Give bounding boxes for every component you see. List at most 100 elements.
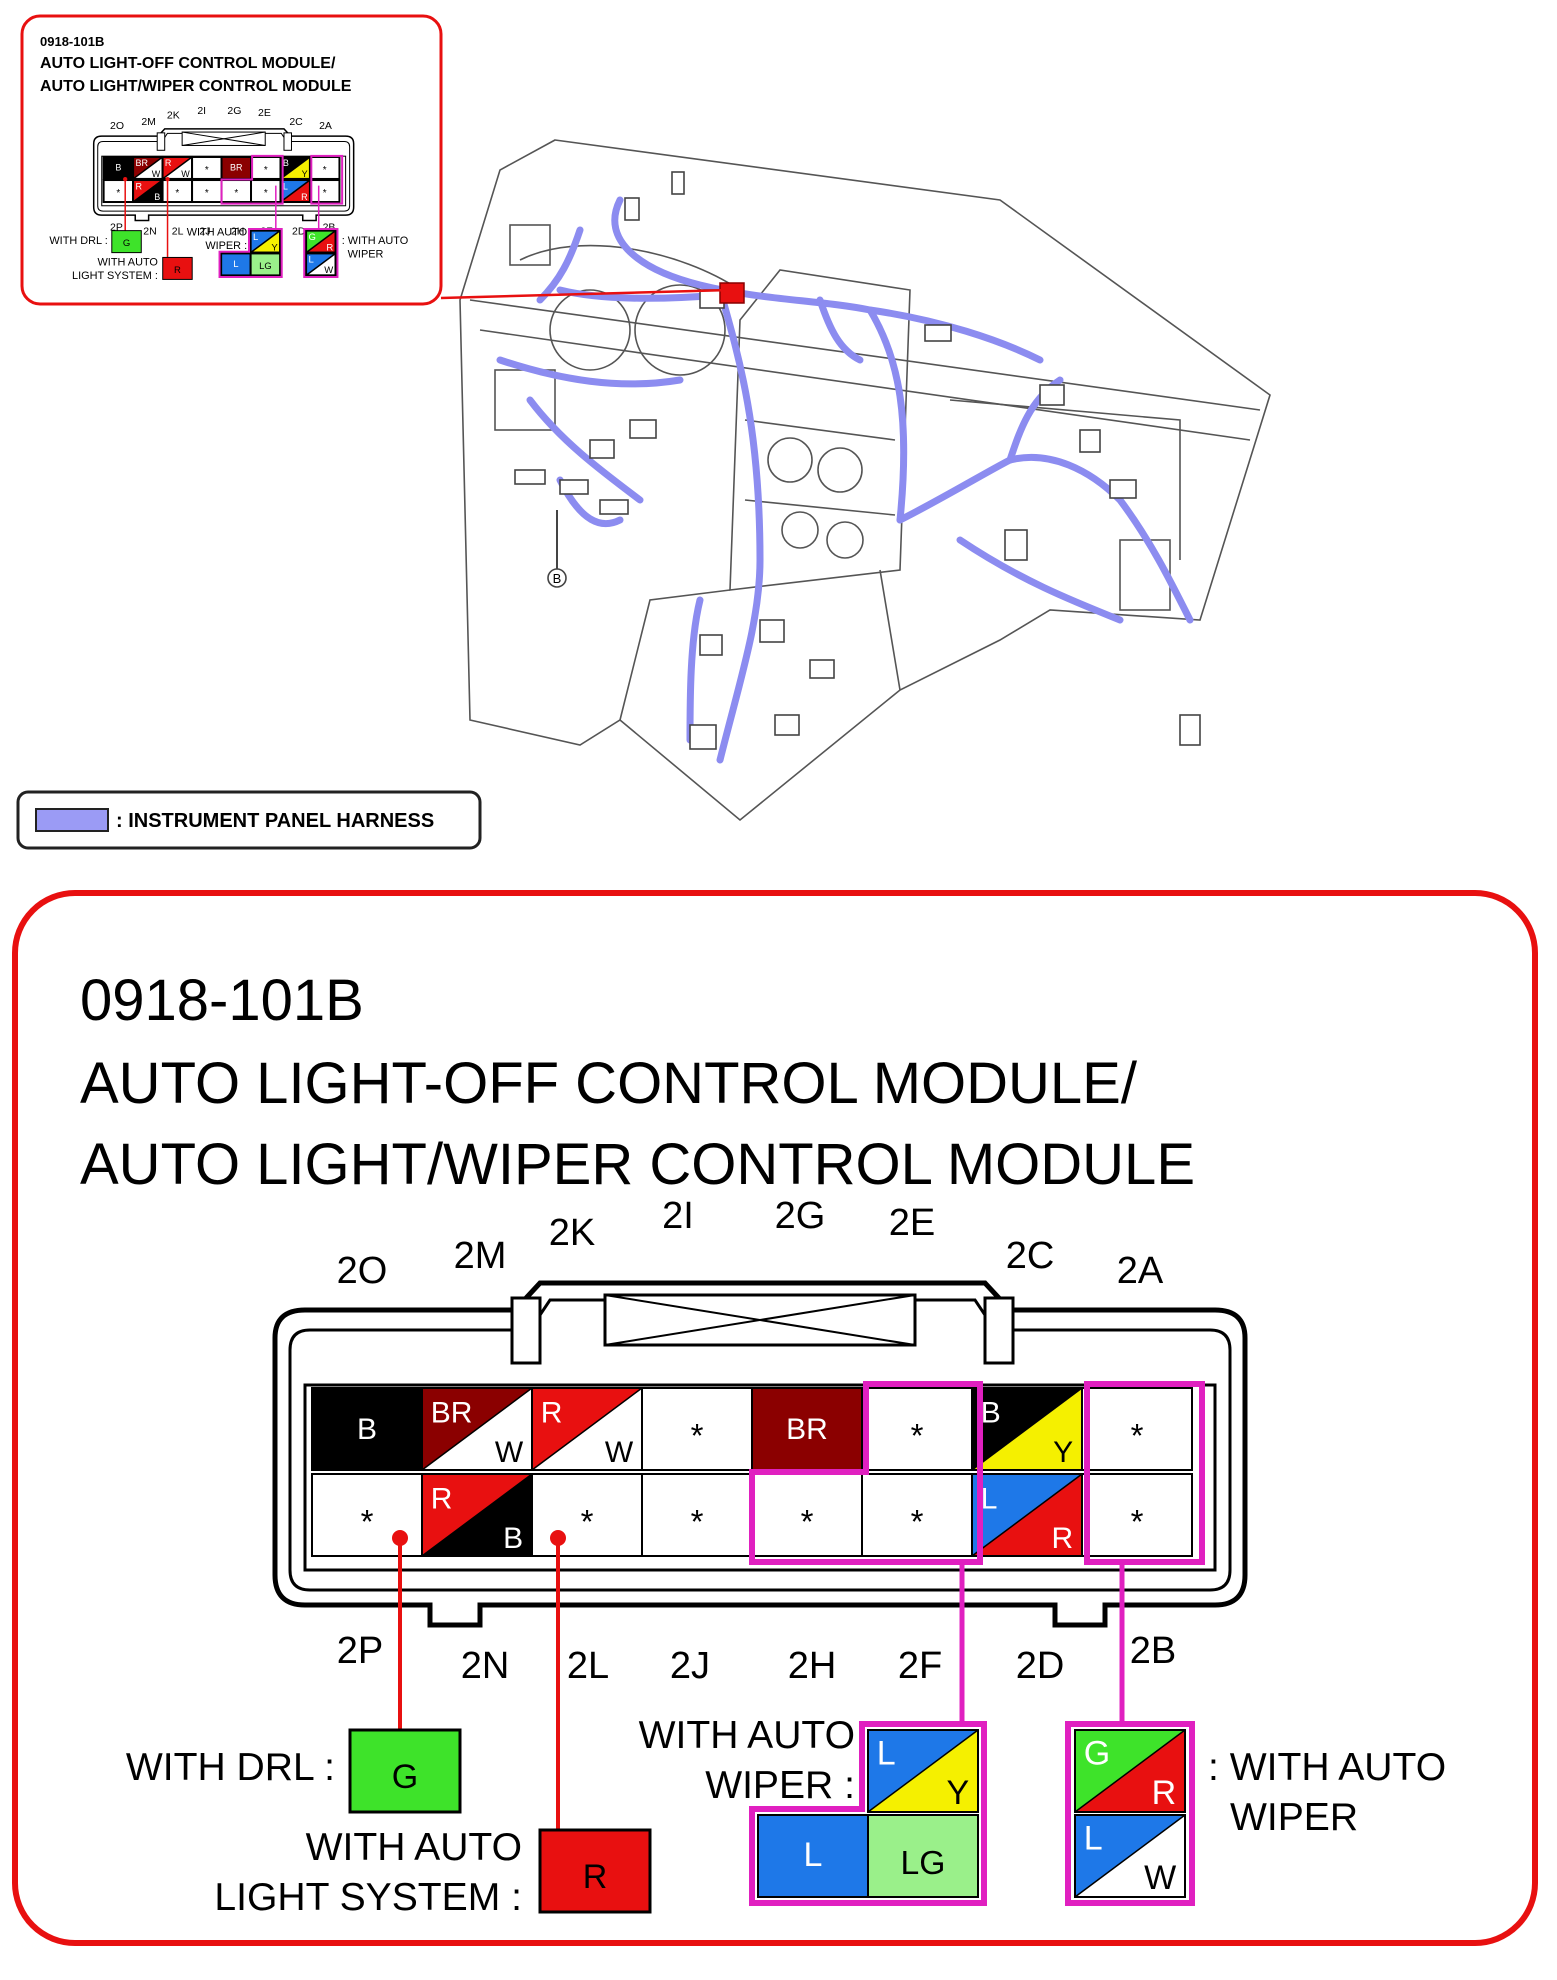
pin-fill xyxy=(1081,1473,1193,1557)
pin-divider xyxy=(305,252,337,276)
pin-2M: BRW xyxy=(132,155,164,180)
pin-2L: * xyxy=(531,1473,643,1557)
pin-divider xyxy=(1074,1729,1186,1813)
wiper-right-pin-bottom: LW xyxy=(1074,1814,1186,1898)
pin-label-secondary: W xyxy=(181,169,190,179)
pin-label-secondary: W xyxy=(152,169,161,179)
wiper-left-pin-lg: LG xyxy=(249,252,282,277)
pin-2M: BRW xyxy=(421,1387,533,1471)
pin-divider xyxy=(280,179,311,203)
wiper-left-pin-l: L xyxy=(757,1814,869,1898)
pin-label: R xyxy=(135,181,142,191)
pin-fill xyxy=(751,1387,863,1471)
pin-label: * xyxy=(361,1503,374,1540)
pin-divider xyxy=(250,230,281,254)
pin-label: * xyxy=(205,188,209,199)
small-title-line1: AUTO LIGHT-OFF CONTROL MODULE/ xyxy=(40,55,336,72)
pin-divider xyxy=(132,179,164,203)
wiper-right-pin-top: GR xyxy=(1074,1729,1186,1813)
pin-label: * xyxy=(264,165,268,176)
wiper-right-label-2: WIPER xyxy=(1230,1796,1358,1839)
pin-2D: LR xyxy=(971,1473,1083,1557)
pin-2A: * xyxy=(1081,1387,1193,1471)
legend-label: : INSTRUMENT PANEL HARNESS xyxy=(116,810,434,832)
title-line1: AUTO LIGHT-OFF CONTROL MODULE/ xyxy=(80,1051,1138,1116)
auto-light-label-1: WITH AUTO xyxy=(98,256,158,268)
pin-label: R xyxy=(541,1396,563,1429)
pin-divider xyxy=(867,1729,979,1813)
pin-divider xyxy=(132,156,164,180)
pin-divider xyxy=(421,1387,533,1471)
terminal-label-2I: 2I xyxy=(197,105,206,117)
drl-label: WITH DRL : xyxy=(49,235,107,247)
pin-2F: * xyxy=(861,1473,973,1557)
pin-label-secondary: R xyxy=(1152,1774,1177,1812)
pin-label: B xyxy=(115,163,121,173)
pin-label: LG xyxy=(901,1845,946,1882)
pin-label: L xyxy=(877,1734,896,1772)
terminal-label-2M: 2M xyxy=(454,1235,507,1277)
terminal-label-2H: 2H xyxy=(788,1645,837,1687)
pin-border xyxy=(867,1729,979,1813)
title-line2: AUTO LIGHT/WIPER CONTROL MODULE xyxy=(80,1132,1195,1197)
pin-divider xyxy=(305,230,337,254)
pin-label: * xyxy=(116,188,120,199)
terminal-label-2C: 2C xyxy=(289,116,303,128)
drl-label: WITH DRL : xyxy=(126,1746,335,1789)
wiper-left-label-2: WIPER : xyxy=(705,1764,855,1807)
wiper-right-label-1: : WITH AUTO xyxy=(1208,1746,1446,1789)
pin-fill xyxy=(1081,1387,1193,1471)
auto-light-label-2: LIGHT SYSTEM : xyxy=(72,270,158,282)
pin-label: BR xyxy=(230,163,243,173)
wiper-right-pin-top: GR xyxy=(305,229,337,254)
small-callout: 0918-101B AUTO LIGHT-OFF CONTROL MODULE/… xyxy=(20,14,443,306)
harness-marker-letter: B xyxy=(553,571,562,586)
pin-2C: BY xyxy=(279,155,311,180)
pin-label: * xyxy=(911,1503,924,1540)
pin-fill xyxy=(308,155,341,180)
pin-label-secondary: R xyxy=(301,192,308,202)
pin-2O: B xyxy=(311,1387,423,1471)
highlight-2E-2F-2H xyxy=(749,1381,983,1565)
drl-wire-label: G xyxy=(392,1758,418,1796)
pin-label: B xyxy=(283,158,289,168)
terminal-label-2L: 2L xyxy=(172,226,184,238)
pin-label-secondary: Y xyxy=(271,242,278,253)
pin-divider xyxy=(280,156,311,180)
terminal-label-2E: 2E xyxy=(258,107,271,119)
mini-connector: 2O2M2K2I2G2E2C2A2P2N2L2J2H2F2D2BBBRWRW*B… xyxy=(49,105,408,282)
pin-label: R xyxy=(165,158,172,168)
drl-dot xyxy=(392,1530,408,1546)
pin-label: R xyxy=(431,1482,453,1515)
pin-label: LG xyxy=(259,260,272,271)
callout-leader-line xyxy=(440,288,731,300)
pin-2J: * xyxy=(191,179,223,204)
pin-fill xyxy=(861,1387,973,1471)
pin-divider xyxy=(971,1387,1083,1471)
terminal-label-2I: 2I xyxy=(662,1195,694,1237)
pin-2B: * xyxy=(1081,1473,1193,1557)
pin-2J: * xyxy=(641,1473,753,1557)
pin-fill xyxy=(249,252,282,277)
auto-light-dot xyxy=(550,1530,566,1546)
highlight-2E-2F-2H xyxy=(220,154,284,205)
terminal-label-2A: 2A xyxy=(1117,1250,1164,1292)
notch-right xyxy=(283,132,292,151)
pin-label: L xyxy=(233,259,238,270)
drl-dot xyxy=(123,177,128,182)
pin-label: * xyxy=(234,188,238,199)
pin-label: * xyxy=(691,1503,704,1540)
terminal-label-2N: 2N xyxy=(461,1645,510,1687)
terminal-label-2D: 2D xyxy=(1016,1645,1065,1687)
pin-2B: * xyxy=(308,179,341,204)
terminal-label-2B: 2B xyxy=(1130,1630,1176,1672)
pin-label: L xyxy=(804,1836,823,1874)
pin-2K: RW xyxy=(161,155,194,180)
pin-label: B xyxy=(981,1396,1001,1429)
pin-label: * xyxy=(691,1417,704,1454)
wiper-left-pin-top: LY xyxy=(867,1729,979,1813)
pin-fill xyxy=(641,1387,753,1471)
pin-2O: B xyxy=(102,155,135,180)
